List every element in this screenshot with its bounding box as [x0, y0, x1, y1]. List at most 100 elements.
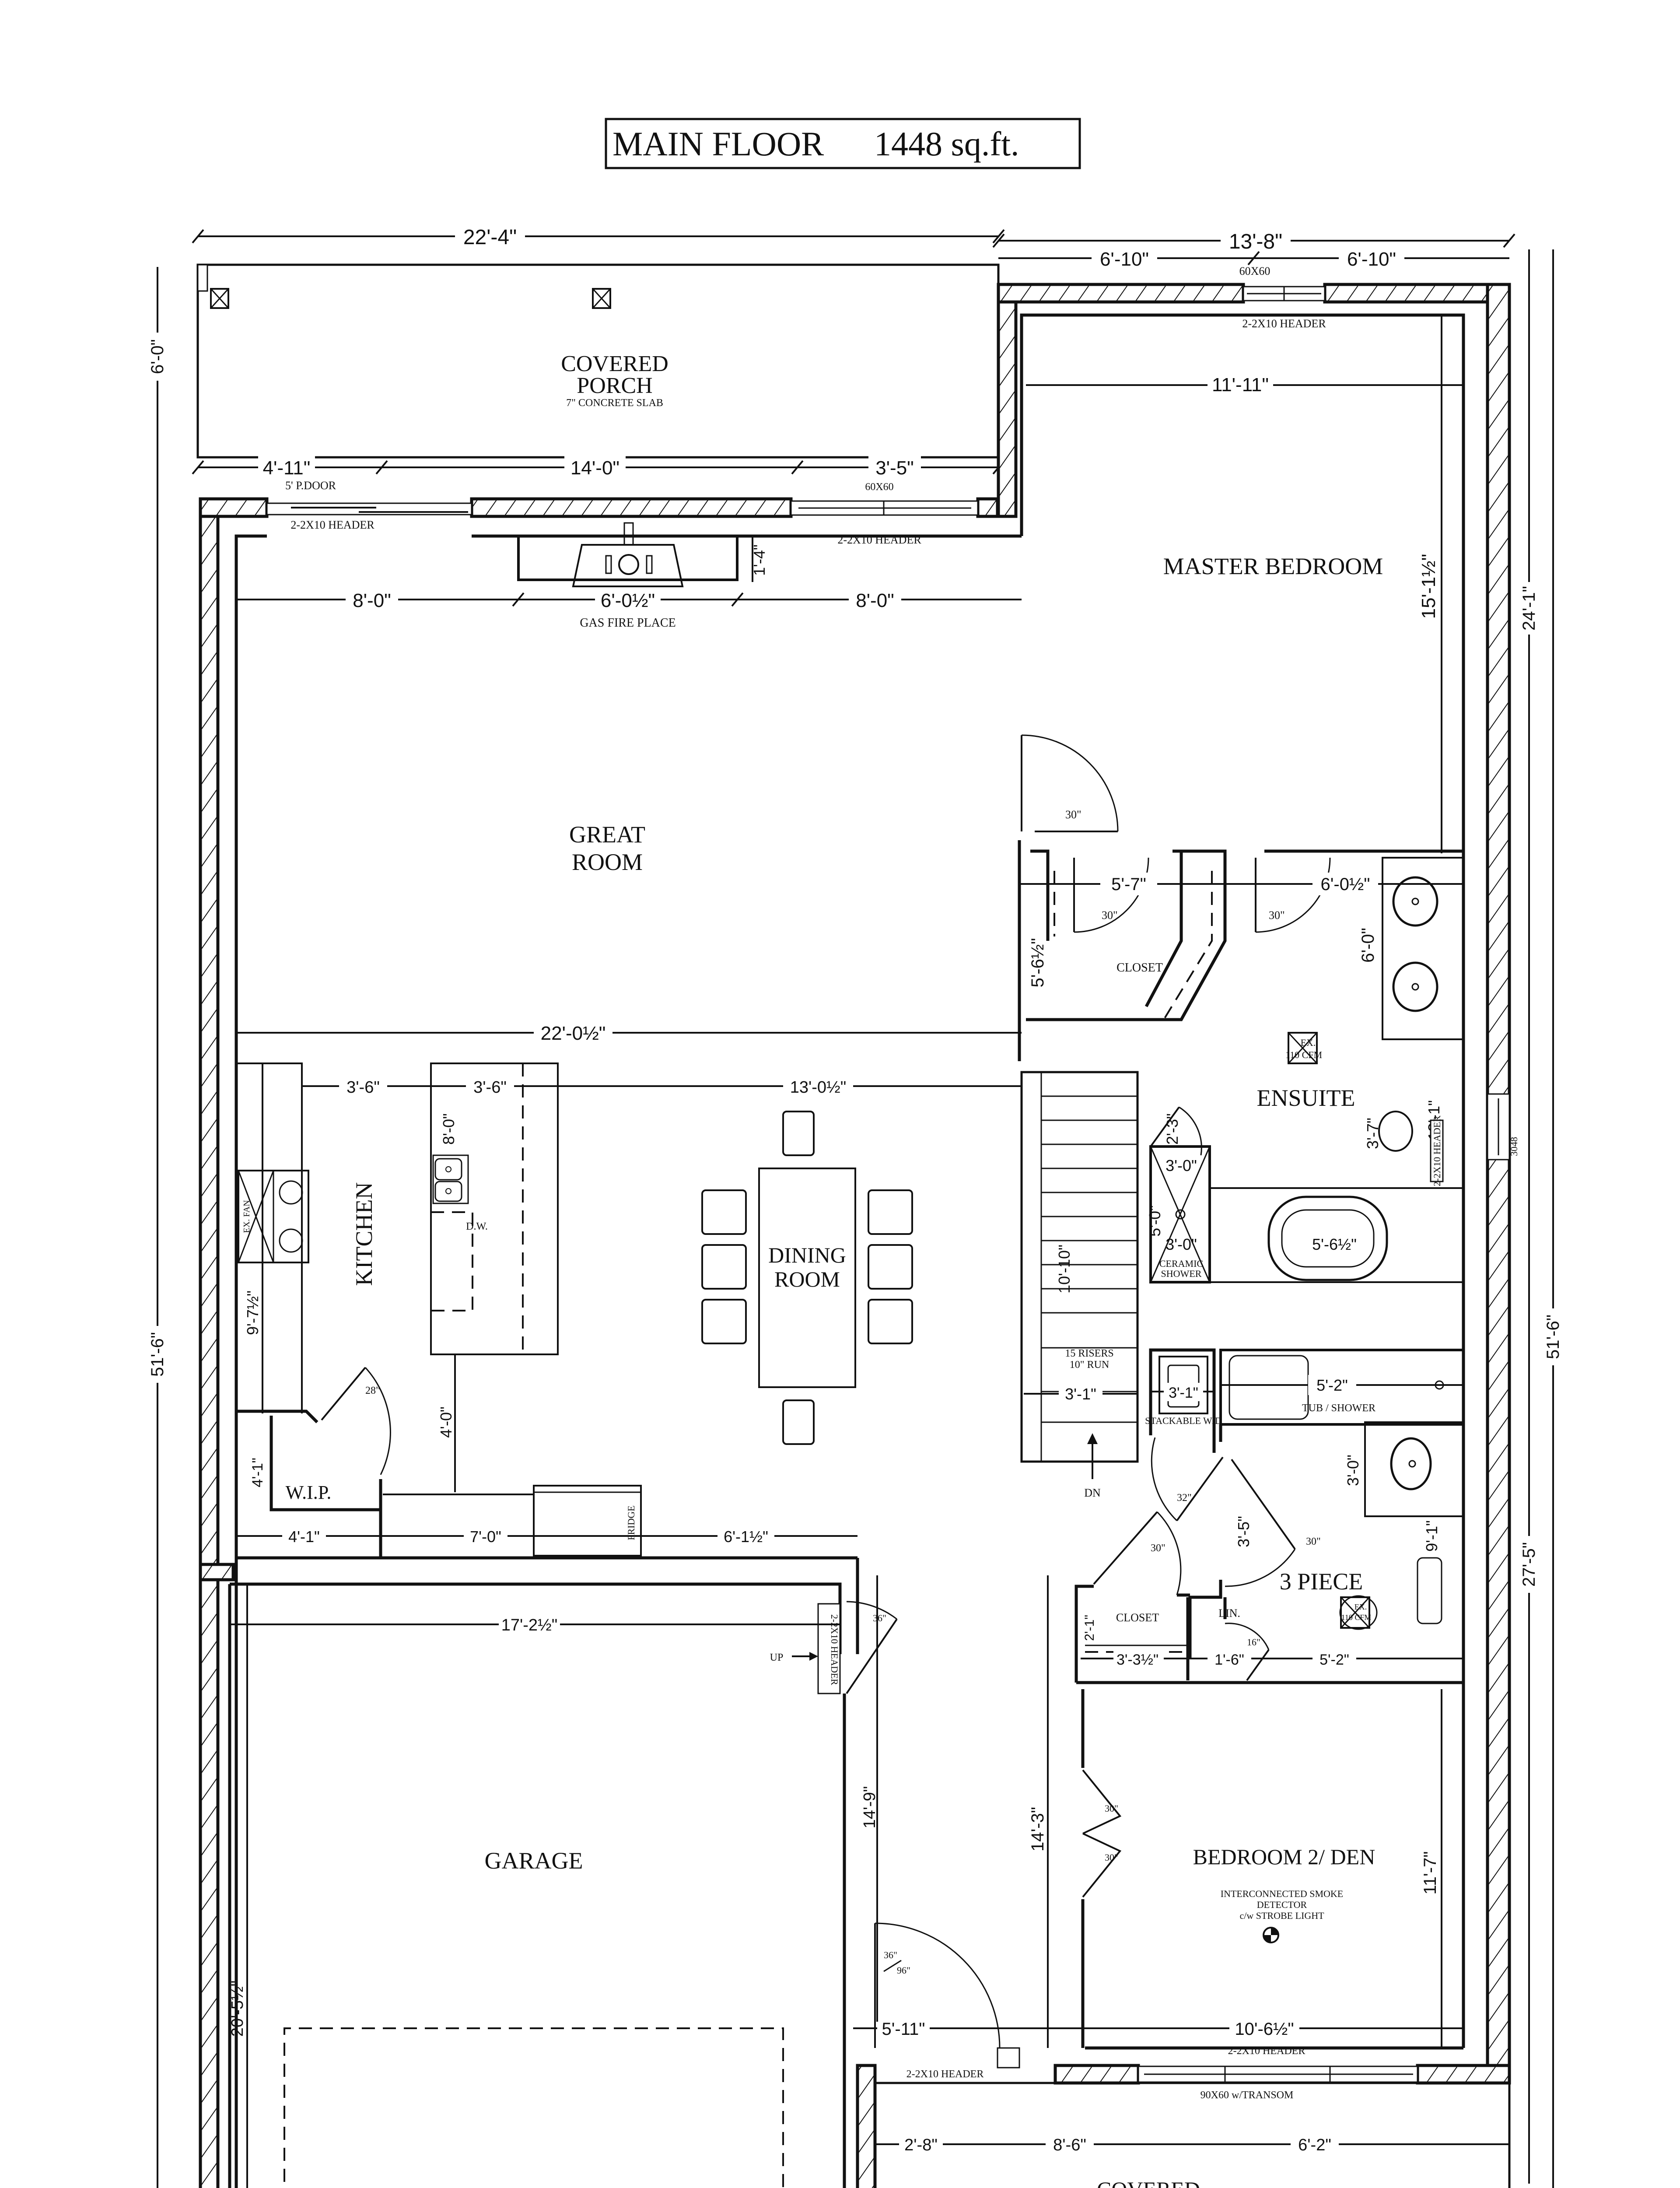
door-size-label: 30"	[1105, 1852, 1118, 1863]
side-window-3048[interactable]	[1487, 1093, 1510, 1161]
front-door-size: 96"	[897, 1965, 910, 1976]
header-label: 2-2X10 HEADER	[906, 2069, 984, 2080]
closet2-door[interactable]	[1093, 1511, 1182, 1595]
ceramic-shower-icon	[1149, 1106, 1211, 1283]
dim-closet-depth: 5'-6½"	[1028, 938, 1047, 987]
left-dimensions: 6'-0" 51'-6"	[147, 267, 168, 2188]
header-label: 2-2X10 HEADER	[1432, 1115, 1442, 1186]
door-size-label: 30"	[1102, 909, 1118, 922]
dim-kitchen-depth: 9'-7½"	[244, 1290, 262, 1335]
dim-top-right-b: 6'-10"	[1347, 249, 1396, 270]
room-label-front-porch: COVERED	[1097, 2177, 1200, 2188]
room-label-great-room: ROOM	[572, 849, 643, 875]
dim-closet2-width: 3'-3½"	[1116, 1652, 1158, 1668]
dim-left-porch: 6'-0"	[148, 339, 167, 374]
room-label-bedroom2: BEDROOM 2/ DEN	[1193, 1844, 1376, 1869]
garage-interior-door[interactable]	[817, 1601, 898, 1694]
stairs-down-arrow-icon	[1087, 1433, 1098, 1479]
tub-shower-label: TUB / SHOWER	[1302, 1403, 1376, 1414]
dim-porch-b: 14'-0"	[570, 457, 620, 479]
garage-steps-up-label: UP	[770, 1652, 784, 1663]
door-size-label: 30"	[1151, 1543, 1166, 1554]
bath3-door[interactable]	[1225, 1459, 1296, 1587]
front-window-label: 90X60 w/TRANSOM	[1200, 2090, 1294, 2101]
front-window-90x60[interactable]	[1138, 2065, 1418, 2083]
exhaust-fan-icon	[1339, 1595, 1378, 1630]
dim-bed2-closet-depth: 14'-3"	[1028, 1807, 1047, 1851]
wip-pantry	[236, 1410, 382, 1558]
master-bedroom: 11'-11" MASTER BEDROOM 15'-1½"	[1026, 315, 1463, 853]
master-window-60x60[interactable]	[1242, 286, 1326, 302]
dim-tubshower-width: 5'-2"	[1316, 1376, 1348, 1394]
dim-bath3-depth: 9'-1"	[1423, 1520, 1441, 1552]
dim-bed2-width: 10'-6½"	[1235, 2020, 1294, 2039]
dim-porch-c: 3'-5"	[875, 457, 914, 479]
bifold-closet-door[interactable]	[1082, 1769, 1122, 1898]
rear-window-60x60[interactable]	[790, 500, 979, 516]
dim-vanity2-length: 3'-0"	[1344, 1455, 1362, 1486]
header-label: 2-2X10 HEADER	[1228, 2045, 1306, 2057]
dim-toilet-gap: 3'-7"	[1364, 1118, 1382, 1149]
dim-wip-width: 4'-1"	[288, 1528, 320, 1546]
dim-top-overall-right: 13'-8"	[1229, 230, 1282, 253]
front-entry-door[interactable]	[874, 1922, 1020, 2069]
window-60x60-master: 60X60	[1239, 265, 1270, 277]
dim-hall-depth: 3'-5"	[1235, 1516, 1253, 1547]
door-size-label: 16"	[1247, 1637, 1260, 1648]
dim-left-overall: 51'-6"	[148, 1332, 167, 1377]
dim-shower-length: 5'-0"	[1146, 1205, 1164, 1237]
exhaust-fan-label: EX.	[1301, 1037, 1316, 1048]
ceramic-shower-label: SHOWER	[1161, 1268, 1202, 1279]
header-label: 2-2X10 HEADER	[290, 519, 374, 531]
dim-laundry-width: 3'-1"	[1169, 1385, 1198, 1401]
dim-right-overall: 51'-6"	[1544, 1315, 1563, 1359]
exterior-walls	[199, 283, 1511, 2188]
title-box: MAIN FLOOR 1448 sq.ft.	[605, 118, 1081, 169]
exhaust-fan-icon	[1288, 1032, 1318, 1064]
dim-shower-width-top: 3'-0"	[1166, 1157, 1197, 1175]
dim-fp-depth: 1'-4"	[750, 544, 768, 576]
dim-stairs-width: 3'-1"	[1065, 1385, 1096, 1403]
fridge-label: FRIDGE	[626, 1505, 637, 1540]
pantry-door[interactable]	[321, 1367, 391, 1475]
header-label: 2-2X10 HEADER	[1242, 317, 1326, 330]
kitchen-island: D.W.	[430, 1062, 559, 1355]
porch-post-icon	[210, 288, 229, 309]
exhaust-fan-label: EX. FAN	[242, 1200, 252, 1233]
door-size-label: 32"	[1177, 1492, 1192, 1504]
garage-steps-up-arrow-icon	[792, 1652, 818, 1661]
room-label-great-room: GREAT	[569, 821, 645, 848]
dishwasher-label: D.W.	[466, 1221, 488, 1232]
dim-master-depth: 15'-1½"	[1418, 554, 1439, 619]
exhaust-fan-label: 110 CFM	[1285, 1049, 1322, 1060]
patio-door-label: 5' P.DOOR	[285, 479, 336, 492]
laundry-door[interactable]	[1151, 1437, 1224, 1522]
door-size-label: 30"	[1269, 909, 1285, 922]
staircase[interactable]	[1020, 1071, 1139, 1463]
stairs-down-label: DN	[1084, 1487, 1101, 1499]
master-bedroom-door[interactable]	[1021, 734, 1119, 832]
linen-door[interactable]	[1225, 1623, 1270, 1681]
door-size-label: 28"	[365, 1385, 380, 1396]
dim-shower-door: 2'-3"	[1163, 1113, 1181, 1145]
tub-shower-icon	[1219, 1349, 1465, 1426]
room-label-master-bedroom: MASTER BEDROOM	[1163, 553, 1383, 579]
front-covered-porch: COVERED PORCH 7" CONCRETE SLAB	[874, 2082, 1511, 2188]
title-label: MAIN FLOOR	[612, 125, 824, 163]
room-label-3-piece: 3 PIECE	[1280, 1568, 1363, 1595]
room-label-kitchen: KITCHEN	[351, 1182, 377, 1286]
dim-fp-right: 8'-0"	[856, 590, 894, 611]
front-door-size: 36"	[884, 1950, 897, 1960]
room-label-closet-master: CLOSET	[1116, 961, 1163, 975]
dim-tub-length: 5'-6½"	[1312, 1235, 1357, 1253]
dim-right-lower: 27'-5"	[1519, 1542, 1539, 1587]
dim-shower-width-bot: 3'-0"	[1166, 1235, 1197, 1253]
dim-right-upper: 24'-1"	[1519, 586, 1539, 631]
dim-front-b: 8'-6"	[1053, 2136, 1086, 2154]
dim-top-overall-left: 22'-4"	[463, 226, 517, 249]
rear-patio-door[interactable]	[266, 502, 472, 515]
dim-counter-width: 6'-1½"	[724, 1528, 768, 1546]
master-closet-walls	[1018, 840, 1463, 1061]
dim-bed2-depth: 11'-7"	[1421, 1851, 1440, 1895]
